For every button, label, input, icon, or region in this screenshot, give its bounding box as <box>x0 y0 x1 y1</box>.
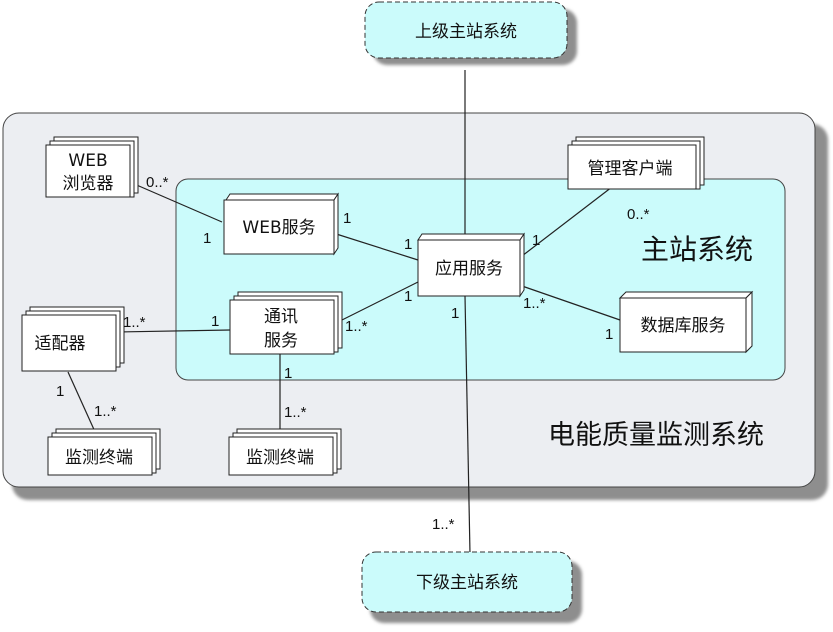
mult-comm-term-b: 1..* <box>284 404 307 421</box>
web-browser-label-2: 浏览器 <box>63 174 114 194</box>
mult-adapter-term-a: 1 <box>56 383 64 400</box>
master-station-title: 主站系统 <box>641 233 753 266</box>
mult-comm-app-b: 1 <box>404 288 412 305</box>
mult-mgmt-app-b: 1 <box>532 232 540 249</box>
db-service-label: 数据库服务 <box>641 316 726 336</box>
mult-adapter-term-b: 1..* <box>94 403 117 420</box>
web-service-node: WEB服务 <box>223 192 339 256</box>
mult-browser-web-b: 1 <box>203 230 211 247</box>
edge-web-app <box>329 231 419 261</box>
mult-web-app-a: 1 <box>343 210 351 227</box>
edge-adapter-term <box>67 371 97 435</box>
comm-service-node: 通讯 服务 <box>229 291 343 355</box>
mult-app-db-b: 1 <box>605 326 613 343</box>
app-service-node: 应用服务 <box>417 232 525 298</box>
lower-station-label: 下级主站系统 <box>416 573 518 593</box>
edge-app-lower <box>464 295 471 555</box>
mult-comm-term-a: 1 <box>284 365 292 382</box>
edge-adapter-comm <box>115 329 231 333</box>
mult-adapter-comm-a: 1..* <box>123 314 146 331</box>
comm-service-label-2: 服务 <box>264 331 298 351</box>
multiplicity-labels: 0..* 1 1 1 0..* 1 1..* 1 1..* 1 1..* 1 1… <box>56 174 650 533</box>
mult-app-db-a: 1..* <box>523 295 546 312</box>
mult-app-lower-a: 1 <box>451 305 459 322</box>
mgmt-client-node: 管理客户端 <box>567 136 705 190</box>
connections <box>67 70 621 555</box>
edge-mgmt-app <box>521 186 613 257</box>
mult-adapter-comm-b: 1 <box>211 313 219 330</box>
db-service-node: 数据库服务 <box>618 290 754 354</box>
adapter-node: 适配器 <box>21 306 125 372</box>
app-service-label: 应用服务 <box>435 259 503 279</box>
mult-browser-web-a: 0..* <box>146 174 169 191</box>
mult-app-lower-b: 1..* <box>432 516 455 533</box>
terminal-left-label: 监测终端 <box>65 448 133 468</box>
web-browser-label-1: WEB <box>68 151 107 171</box>
terminal-left-node: 监测终端 <box>47 428 161 476</box>
terminal-mid-node: 监测终端 <box>228 428 342 476</box>
lower-station-node: 下级主站系统 <box>361 551 582 623</box>
mult-comm-app-a: 1..* <box>345 318 368 335</box>
power-quality-system-title: 电能质量监测系统 <box>548 420 764 451</box>
adapter-label: 适配器 <box>35 334 86 354</box>
web-service-label: WEB服务 <box>242 218 315 238</box>
edge-app-db <box>521 285 621 321</box>
mgmt-client-label: 管理客户端 <box>588 159 673 179</box>
web-browser-node: WEB 浏览器 <box>45 136 139 198</box>
comm-service-label-1: 通讯 <box>264 307 298 327</box>
mult-mgmt-app-a: 0..* <box>627 206 650 223</box>
edge-comm-app <box>337 281 419 323</box>
upper-station-node: 上级主站系统 <box>364 1 577 65</box>
mult-web-app-b: 1 <box>404 236 412 253</box>
upper-station-label: 上级主站系统 <box>415 22 517 42</box>
edge-browser-web <box>131 182 223 223</box>
terminal-mid-label: 监测终端 <box>246 448 314 468</box>
